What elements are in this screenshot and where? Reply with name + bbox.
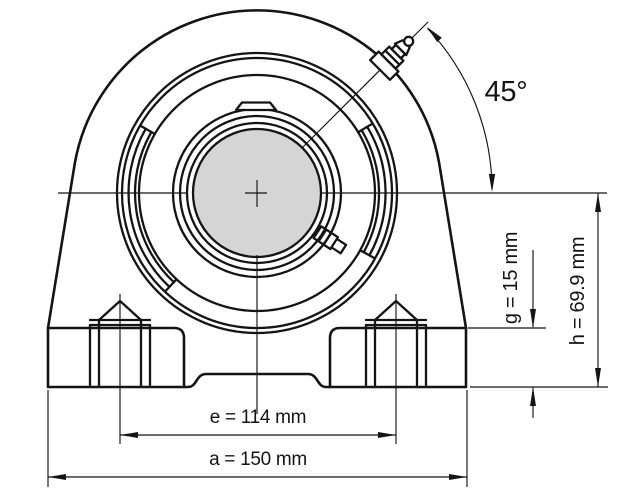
tapped-hole-left xyxy=(88,299,152,389)
grease-fitting xyxy=(301,21,429,149)
grease-nipple-icon xyxy=(368,35,415,82)
dimension-g: g = 15 mm xyxy=(468,232,546,418)
housing-arch xyxy=(46,9,468,330)
insert-top-tab xyxy=(234,101,278,112)
g-arrowhead-bottom xyxy=(530,387,536,406)
dimension-a: a = 150 mm xyxy=(47,390,468,487)
e-arrowhead-right xyxy=(378,432,396,438)
segment-cap-top-right xyxy=(356,122,374,134)
a-arrowhead-left xyxy=(48,474,66,480)
base-pad-left xyxy=(46,326,186,389)
h-label: h = 69.9 mm xyxy=(567,237,589,345)
g-label: g = 15 mm xyxy=(500,232,522,324)
angle-arc xyxy=(427,28,493,189)
angle-arrowhead-top xyxy=(427,27,442,43)
tapped-hole-right xyxy=(364,299,428,389)
dimension-angle: 45° xyxy=(427,27,528,192)
dimension-h: h = 69.9 mm xyxy=(470,193,608,388)
cartridge-segment-left xyxy=(127,124,178,293)
angle-label: 45° xyxy=(485,76,528,108)
housing-outline xyxy=(46,9,468,389)
grease-nipple-ball xyxy=(403,35,415,47)
segment-cap-top-left xyxy=(139,124,156,136)
a-arrowhead-right xyxy=(449,474,467,480)
h-arrowhead-bottom xyxy=(595,368,601,387)
e-arrowhead-left xyxy=(120,432,138,438)
segment-cap-bottom-left xyxy=(164,278,178,293)
dimension-e: e = 114 mm xyxy=(120,407,396,438)
set-screw xyxy=(312,225,348,255)
base-pad-right xyxy=(328,326,468,389)
a-label: a = 150 mm xyxy=(209,449,307,470)
e-label: e = 114 mm xyxy=(210,407,306,428)
centerlines xyxy=(58,180,607,444)
g-arrowhead-top xyxy=(530,309,536,328)
cartridge-segment-right xyxy=(356,122,387,260)
h-arrowhead-top xyxy=(595,193,601,212)
segment-cap-bottom-right xyxy=(359,249,376,260)
angle-arrowhead-bottom xyxy=(488,174,496,192)
